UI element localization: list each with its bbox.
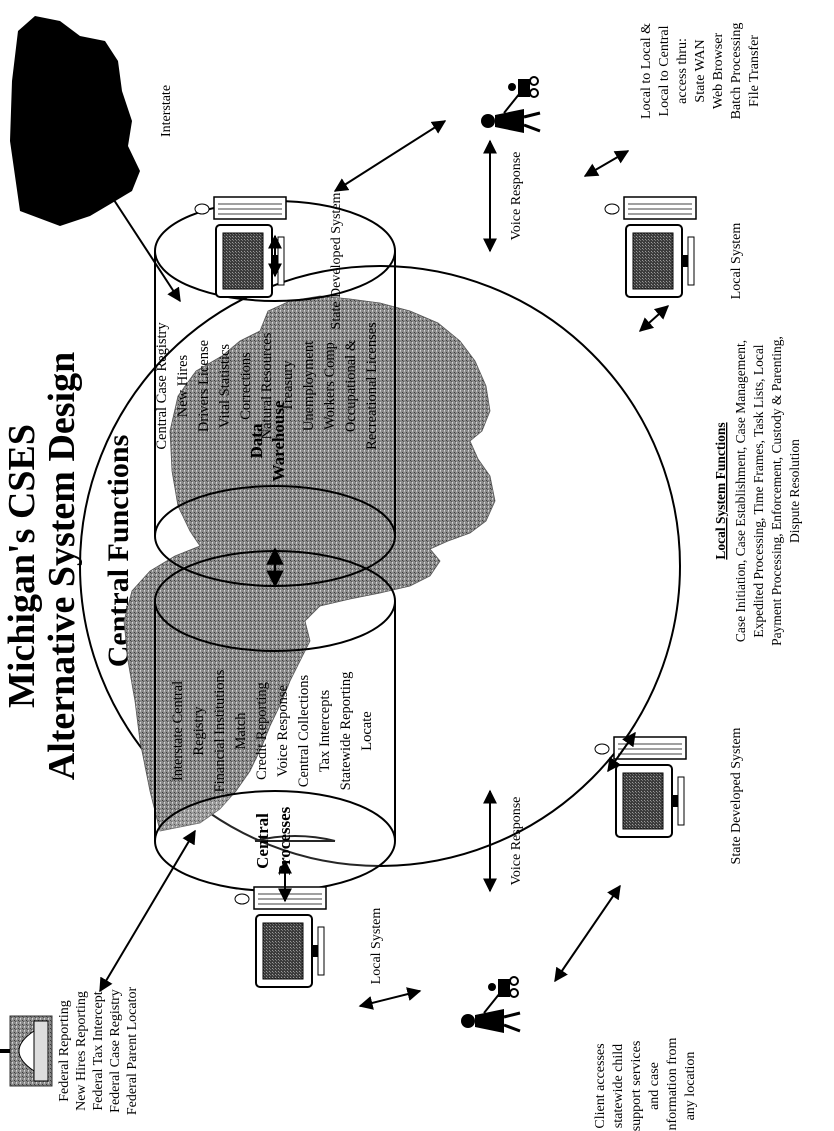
- local-access-line: Local to Local &: [639, 23, 654, 119]
- local-functions-heading: Local System Functions: [713, 422, 728, 559]
- federal-item: Federal Reporting: [57, 1000, 72, 1101]
- local-functions-line: Dispute Resolution: [787, 439, 802, 543]
- voice-response-right-label: Voice Response: [509, 152, 524, 241]
- client-line: statewide child: [611, 1044, 626, 1128]
- local-system-right-computer: [604, 196, 697, 298]
- local-system-left-computer: [234, 886, 327, 988]
- data-warehouse-item: Vital Statistics: [217, 344, 233, 428]
- data-warehouse-heading-1: Data: [247, 423, 266, 458]
- central-process-item: Interstate Central: [170, 681, 186, 781]
- data-warehouse-item: Recreational Licenses: [364, 322, 380, 450]
- client-left-local-arrow: [358, 987, 422, 1010]
- federal-item: New Hires Reporting: [74, 991, 89, 1111]
- client-line: and case: [647, 1062, 662, 1110]
- state-dev-left-label: State Developed System: [729, 727, 744, 864]
- central-process-item: Tax Intercepts: [317, 689, 333, 772]
- local-functions-text: Case Initiation, Case Establishment, Cas…: [733, 336, 802, 646]
- local-access-line: Batch Processing: [729, 23, 744, 120]
- data-warehouse-list: Central Case Registry New Hires Drivers Li…: [154, 322, 380, 450]
- client-line: support services: [629, 1041, 644, 1131]
- client-person-right: [479, 75, 542, 135]
- data-warehouse-item: Drivers License: [196, 340, 212, 432]
- central-process-item: Registry: [191, 706, 207, 756]
- capitol-building-image: [0, 1015, 53, 1087]
- data-warehouse-heading-2: Warehouse: [269, 400, 288, 481]
- data-warehouse-item: New Hires: [175, 354, 191, 417]
- federal-item: Federal Case Registry: [108, 989, 123, 1113]
- voice-response-left-label: Voice Response: [509, 797, 524, 886]
- client-left-state-arrow: [554, 884, 621, 983]
- interstate-arrow: [94, 169, 181, 303]
- data-warehouse-item: Treasury: [280, 360, 296, 412]
- diagram-title-line2: Alternative System Design: [41, 352, 83, 780]
- local-access-line: Local to Central: [657, 25, 672, 116]
- data-warehouse-item: Central Case Registry: [154, 322, 170, 450]
- federal-arrow: [99, 829, 196, 993]
- interstate-label: Interstate: [159, 85, 174, 137]
- data-warehouse-item: Corrections: [238, 352, 254, 420]
- central-processes-list: Interstate Central Registry Financial Inst…: [170, 669, 375, 792]
- state-dev-right-label: State Developed System: [329, 192, 344, 329]
- state-dev-left-computer: [594, 736, 687, 838]
- client-line: information from: [665, 1037, 680, 1131]
- federal-item: Federal Parent Locator: [125, 987, 140, 1116]
- data-warehouse-item: Workers Comp: [322, 342, 338, 430]
- michigan-map: [123, 295, 496, 832]
- central-process-item: Voice Response: [275, 685, 291, 777]
- local-functions-line: Payment Processing, Enforcement, Custody…: [769, 336, 784, 646]
- local-functions-line: Case Initiation, Case Establishment, Cas…: [733, 340, 748, 642]
- data-warehouse-item: Unemployment: [301, 341, 317, 431]
- client-right-local-arrow: [583, 150, 630, 177]
- client-person-left: [459, 975, 522, 1035]
- state-dev-left-link-arrow: [607, 731, 636, 773]
- state-dev-right-computer: [194, 196, 287, 298]
- local-right-link-arrow: [638, 305, 670, 332]
- diagram-title-line1: Michigan's CSES: [1, 424, 43, 708]
- federal-item: Federal Tax Intercept: [91, 991, 106, 1110]
- central-process-item: Match: [233, 712, 249, 750]
- local-functions-line: Expedited Processing, Time Frames, Task …: [751, 344, 766, 637]
- central-process-item: Locate: [359, 711, 375, 750]
- local-access-line: Web Browser: [711, 33, 726, 110]
- central-process-item: Credit Reporting: [254, 682, 270, 780]
- local-system-left-label: Local System: [369, 908, 384, 985]
- usa-map: [10, 16, 140, 226]
- data-warehouse-item: Natural Resources: [259, 332, 275, 439]
- client-right-state-arrow: [333, 120, 447, 192]
- local-system-right-label: Local System: [729, 223, 744, 300]
- central-process-item: Statewide Reporting: [338, 672, 354, 791]
- client-line: Client accesses: [593, 1043, 608, 1128]
- local-access-line: File Transfer: [747, 35, 762, 107]
- central-process-item: Financial Institutions: [212, 669, 228, 792]
- local-access-line: access thru:: [675, 38, 690, 104]
- central-process-item: Central Collections: [296, 674, 312, 787]
- central-processes-heading-1: Central: [253, 813, 272, 869]
- central-processes-heading-2: Processes: [275, 806, 294, 875]
- client-line: any location: [683, 1052, 698, 1121]
- local-access-line: State WAN: [693, 39, 708, 102]
- data-warehouse-item: Occupational &: [343, 339, 359, 432]
